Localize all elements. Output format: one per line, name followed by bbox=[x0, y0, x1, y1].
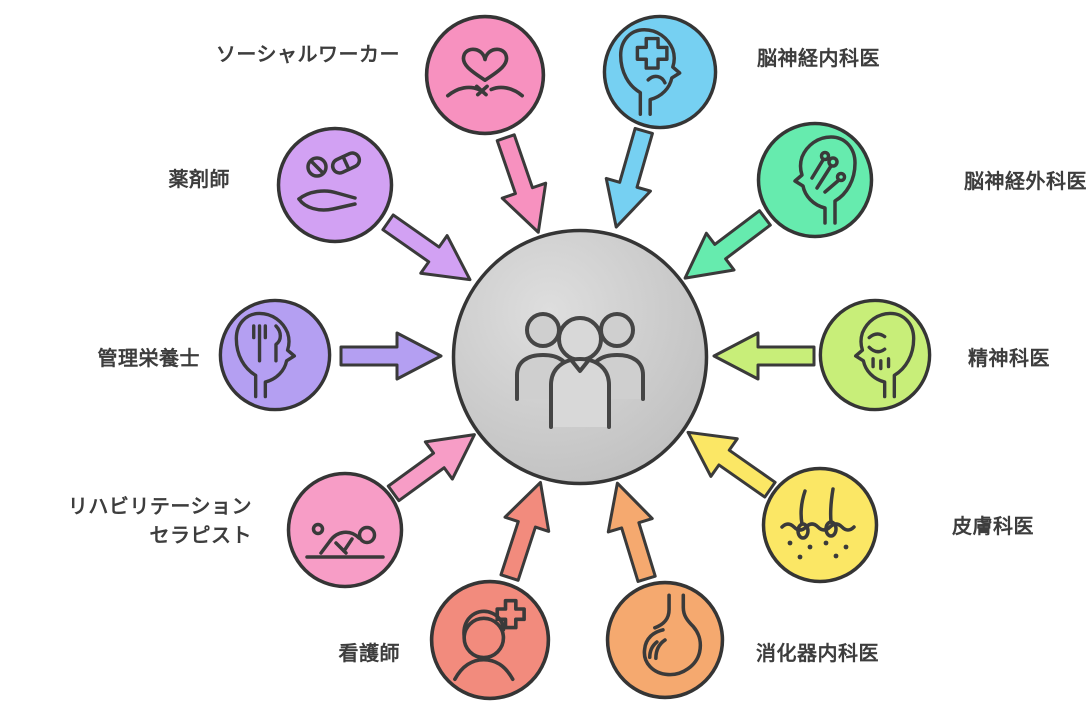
spoke-psychiatrist bbox=[817, 297, 933, 413]
neurologist-label: 脳神経内科医 bbox=[757, 46, 880, 70]
spoke-social-worker bbox=[423, 13, 547, 137]
center-hub bbox=[450, 227, 710, 487]
dermatologist-label: 皮膚科医 bbox=[952, 514, 1034, 538]
exercise-icon bbox=[305, 522, 385, 559]
gastroenterologist-label: 消化器内科医 bbox=[756, 641, 879, 665]
rehab-therapist-arrow bbox=[386, 433, 476, 503]
psychiatrist-label: 精神科医 bbox=[968, 346, 1050, 370]
head-cutlery-icon bbox=[234, 311, 297, 399]
nurse-arrow bbox=[499, 480, 551, 582]
head-circuit-icon bbox=[793, 135, 857, 225]
pharmacist-label: 薬剤師 bbox=[168, 167, 230, 191]
center-circle bbox=[451, 228, 709, 486]
head-cross-icon bbox=[618, 27, 682, 117]
spoke-neurologist bbox=[601, 13, 719, 131]
pharmacist-arrow bbox=[381, 213, 472, 282]
spoke-gastroenterologist bbox=[604, 579, 726, 701]
nurse-label: 看護師 bbox=[338, 641, 400, 665]
heart-handshake-icon bbox=[445, 47, 525, 98]
neurosurgeon-arrow bbox=[683, 209, 772, 280]
gastroenterologist-arrow bbox=[606, 481, 657, 583]
nurse-bubble bbox=[429, 579, 551, 701]
spoke-dietitian bbox=[217, 297, 333, 413]
spoke-pharmacist bbox=[275, 125, 395, 245]
dietitian-bubble bbox=[218, 298, 332, 412]
hand-pills-icon bbox=[297, 151, 362, 212]
skin-hair-icon bbox=[780, 487, 856, 560]
neurosurgeon-bubble bbox=[756, 121, 874, 239]
social-worker-label: ソーシャルワーカー bbox=[215, 42, 400, 66]
head-mood-icon bbox=[853, 311, 916, 399]
neurologist-arrow bbox=[604, 126, 654, 229]
spoke-neurosurgeon bbox=[755, 120, 875, 240]
nurse-cross-icon bbox=[453, 598, 526, 682]
dietitian-arrow bbox=[339, 331, 443, 381]
stomach-icon bbox=[642, 593, 703, 677]
dermatologist-arrow bbox=[686, 430, 777, 499]
pharmacist-bubble bbox=[276, 126, 394, 244]
social-worker-arrow bbox=[495, 133, 548, 234]
psychiatrist-bubble bbox=[818, 298, 932, 412]
rehab-therapist-label: リハビリテーション セラピスト bbox=[15, 492, 252, 550]
neurologist-bubble bbox=[602, 14, 718, 130]
spoke-dermatologist bbox=[760, 465, 880, 585]
spoke-rehab-therapist bbox=[285, 470, 405, 590]
neurosurgeon-label: 脳神経外科医 bbox=[964, 169, 1087, 193]
dietitian-label: 管理栄養士 bbox=[97, 346, 200, 370]
psychiatrist-arrow bbox=[712, 331, 816, 381]
rehab-therapist-bubble bbox=[286, 471, 404, 589]
spoke-nurse bbox=[428, 578, 552, 702]
gastroenterologist-bubble bbox=[605, 580, 725, 700]
care-team-icon bbox=[515, 312, 645, 429]
rehab-label-line1: リハビリテーション bbox=[67, 494, 252, 518]
rehab-label-line2: セラピスト bbox=[149, 523, 252, 547]
social-worker-bubble bbox=[424, 14, 546, 136]
dermatologist-bubble bbox=[761, 466, 879, 584]
